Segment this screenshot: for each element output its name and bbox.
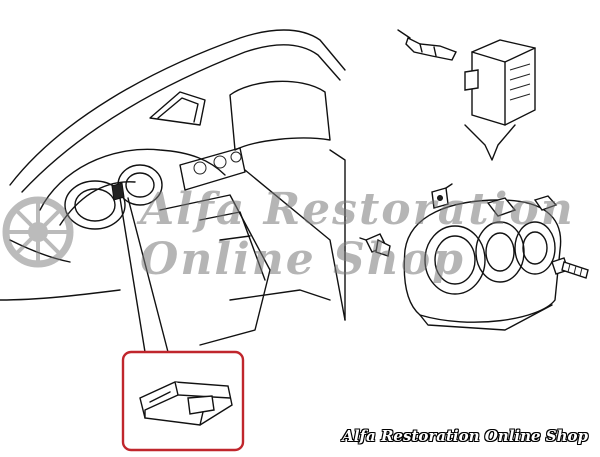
terminal-connector [397, 29, 457, 61]
clip-part [431, 183, 453, 209]
screw-part [551, 257, 589, 279]
switch-part [139, 381, 233, 426]
watermark-line-1: Alfa Restoration [140, 184, 575, 235]
instrument-cluster [403, 195, 562, 331]
relay-block [464, 39, 536, 161]
wheel-watermark-icon [2, 196, 74, 268]
footer-watermark: Alfa Restoration Online Shop [342, 427, 588, 445]
watermark-line-2: Online Shop [140, 234, 465, 285]
highlight-box [121, 350, 245, 452]
dashboard-drawing [0, 29, 346, 353]
bulb-holder-part [359, 233, 391, 257]
